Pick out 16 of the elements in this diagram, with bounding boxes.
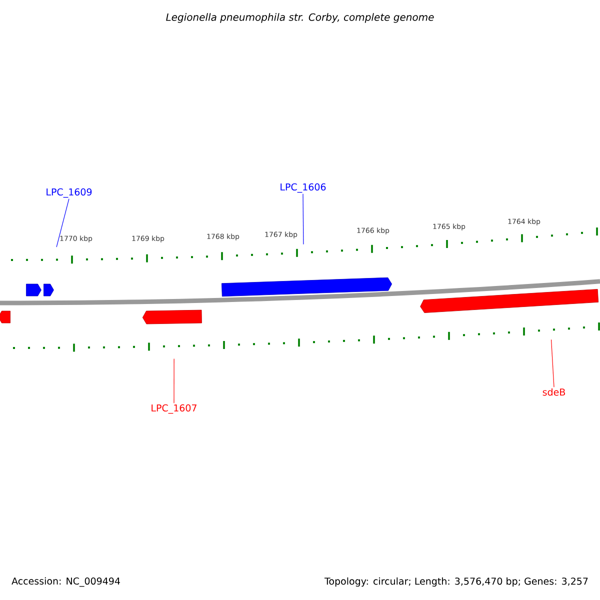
footer-text: Accession: NC_009494 (12, 577, 120, 587)
gene-label: sdeB (542, 388, 565, 396)
gene-label: LPC_1609 (46, 188, 92, 198)
gene-feature (44, 284, 54, 296)
leader-line (56, 198, 70, 248)
gene-feature (26, 284, 42, 296)
footer-text: Topology: circular; Length: 3,576,470 bp; Genes: 3,257 (324, 577, 588, 587)
leader-line (550, 339, 554, 388)
leader-line (302, 194, 304, 245)
gene-feature (142, 310, 202, 324)
gene-feature (420, 289, 599, 313)
gene-feature (0, 310, 10, 324)
gene-label: LPC_1607 (152, 404, 196, 414)
title: Legionella pneumophila str. Corby, complete genome (166, 13, 434, 23)
gene-label: LPC_1606 (280, 183, 326, 193)
gene-feature (222, 277, 392, 297)
